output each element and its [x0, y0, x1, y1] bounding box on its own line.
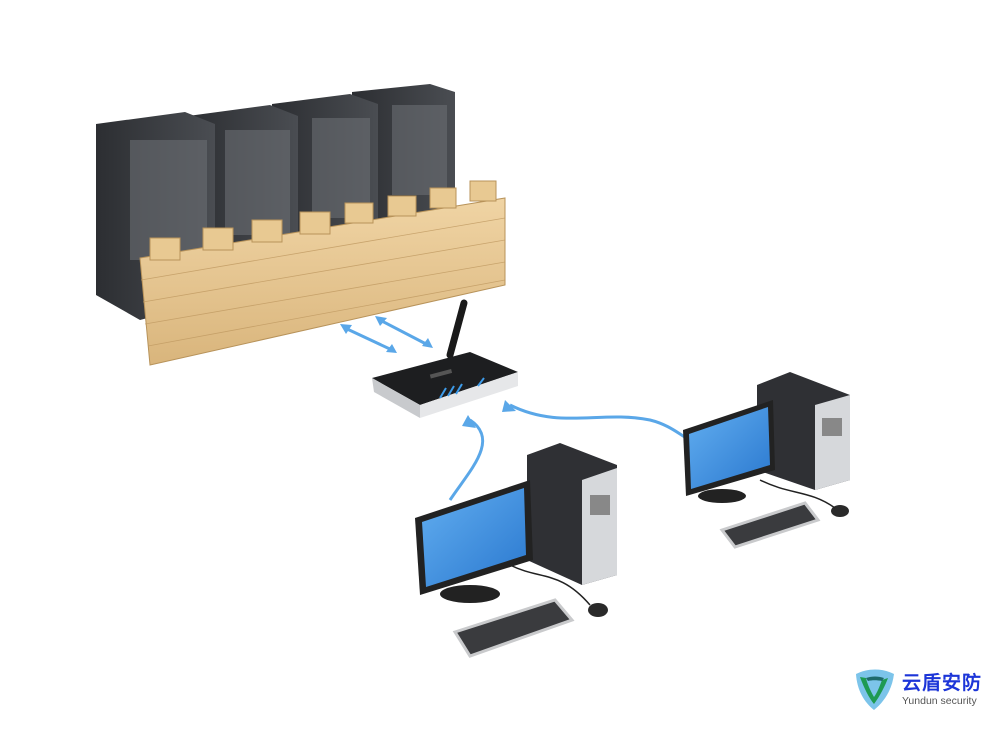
firewall-brick-wall	[139, 180, 506, 366]
workstation-1	[415, 443, 617, 658]
cable-to-pc1	[448, 418, 485, 501]
arrow-icon	[462, 415, 476, 428]
monitor-screen	[689, 407, 770, 489]
shield-logo-icon	[856, 669, 894, 710]
arrow-icon	[422, 338, 433, 348]
keyboard	[452, 598, 575, 658]
arrow-icon	[386, 344, 397, 353]
logo-name-en: Yundun security	[902, 695, 977, 707]
cable-to-pc2	[509, 403, 691, 442]
server-link-arrow	[344, 326, 393, 352]
arrow-icon	[340, 324, 352, 334]
workstation-2	[683, 372, 850, 549]
monitor-screen	[422, 488, 526, 587]
logo-name-cn: 云盾安防	[902, 672, 983, 694]
router	[372, 299, 518, 418]
wall-battlements	[149, 180, 497, 261]
router-antenna	[446, 299, 468, 359]
arrow-icon	[375, 316, 387, 326]
mouse	[831, 505, 849, 517]
mouse	[588, 603, 608, 617]
brand-logo: 云盾安防 Yundun security	[852, 666, 997, 716]
keyboard	[719, 501, 821, 549]
arrow-icon	[502, 400, 516, 412]
server-link-arrow	[379, 318, 429, 347]
network-cables	[344, 318, 691, 501]
